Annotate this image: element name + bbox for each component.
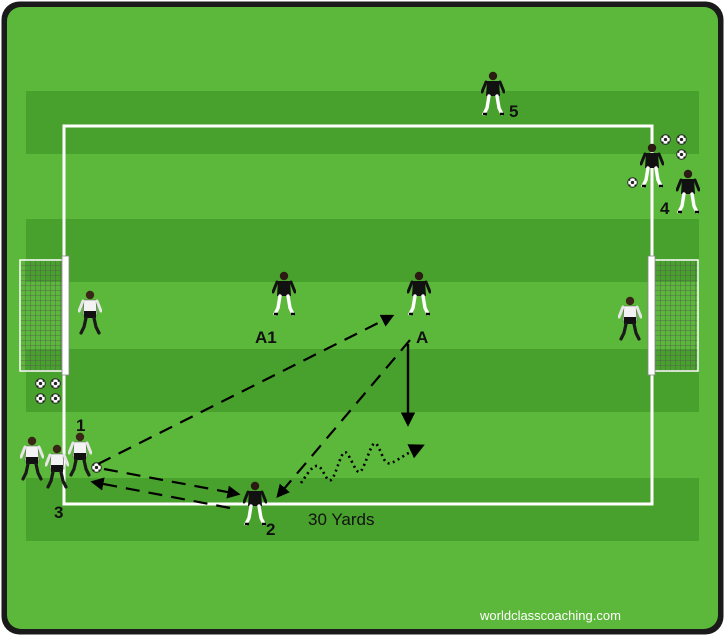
label-player-4: 4 xyxy=(660,199,670,218)
goal-net xyxy=(652,260,698,371)
ball xyxy=(661,135,671,145)
ball xyxy=(677,135,687,145)
ball xyxy=(677,150,687,160)
grass-stripe xyxy=(26,349,699,412)
goal-right xyxy=(648,256,698,375)
goal-post xyxy=(648,256,655,375)
grass-stripe xyxy=(26,219,699,282)
goal-left xyxy=(20,256,69,375)
ball xyxy=(36,394,46,404)
label-player-5: 5 xyxy=(509,102,518,121)
ball xyxy=(628,178,638,188)
label-player-A1: A1 xyxy=(255,328,277,347)
distance-label: 30 Yards xyxy=(308,510,374,529)
label-player-A: A xyxy=(416,328,428,347)
grass-stripe xyxy=(26,91,699,154)
label-player-3: 3 xyxy=(54,503,63,522)
ball xyxy=(36,379,46,389)
credit-text: worldclasscoaching.com xyxy=(479,608,621,623)
ball xyxy=(51,379,61,389)
label-player-1: 1 xyxy=(76,416,85,435)
label-player-2: 2 xyxy=(266,520,275,539)
ball xyxy=(51,394,61,404)
goal-post xyxy=(62,256,69,375)
goal-net xyxy=(20,260,66,371)
